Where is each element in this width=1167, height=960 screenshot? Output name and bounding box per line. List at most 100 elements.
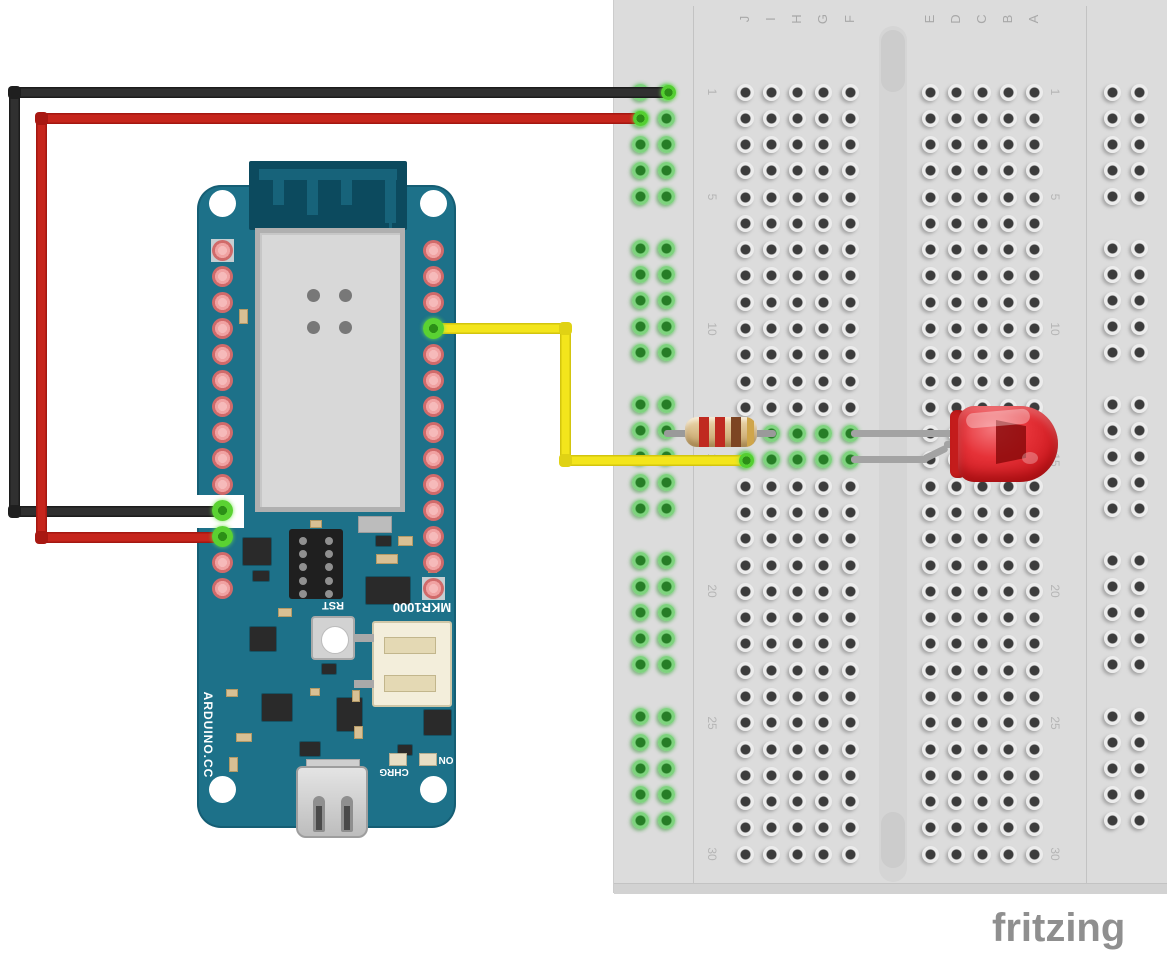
breadboard-hole-H21 (788, 609, 806, 627)
arduino-pin-left-12[interactable] (211, 526, 233, 548)
breadboard-hole-I18 (762, 530, 780, 548)
resistor-body (685, 417, 757, 447)
breadboard-hole-A7 (1025, 241, 1043, 259)
breadboard-hole-F1 (841, 83, 859, 101)
black-wire-bendpoint[interactable] (7, 85, 21, 99)
arduino-pin-right-3[interactable] (422, 291, 444, 313)
breadboard-hole-E8 (921, 267, 939, 285)
right-power-rail-hole (1103, 187, 1121, 205)
battery-connector (354, 621, 452, 707)
breadboard-hole-I25 (762, 714, 780, 732)
arduino-pin-left-7[interactable] (211, 395, 233, 417)
breadboard-hole-connected-G14 (814, 425, 832, 443)
right-power-rail-hole (1130, 499, 1148, 517)
right-power-rail-hole (1103, 395, 1121, 413)
breadboard-hole-B27 (999, 766, 1017, 784)
right-power-rail-hole (1103, 655, 1121, 673)
breadboard-hole-H20 (788, 582, 806, 600)
left-power-rail-hole (631, 707, 649, 725)
breadboard-hole-A4 (1025, 162, 1043, 180)
red-wire-terminal[interactable] (632, 110, 648, 126)
arduino-pin-right-2[interactable] (422, 265, 444, 287)
column-letter-F: F (842, 15, 857, 23)
red-wire-segment[interactable] (35, 112, 47, 543)
row-number-1-right: 1 (1048, 88, 1062, 96)
right-power-rail-hole (1103, 161, 1121, 179)
arduino-pin-left-10[interactable] (211, 473, 233, 495)
channel-bottom-cap (881, 812, 905, 868)
breadboard-hole-I16 (762, 477, 780, 495)
breadboard-hole-I1 (762, 83, 780, 101)
breadboard-hole-G25 (814, 714, 832, 732)
arduino-pin-left-11[interactable] (211, 500, 233, 521)
breadboard-hole-I12 (762, 372, 780, 390)
red-wire-bendpoint[interactable] (34, 111, 48, 125)
row-number-10-right: 10 (1048, 321, 1062, 336)
breadboard-hole-I28 (762, 793, 780, 811)
arduino-pin-left-8[interactable] (211, 421, 233, 443)
breadboard-hole-D4 (947, 162, 965, 180)
arduino-pin-left-3[interactable] (211, 291, 233, 313)
red-wire-segment[interactable] (35, 112, 646, 124)
resistor-220-ohm[interactable] (660, 414, 780, 452)
arduino-pin-right-6[interactable] (422, 369, 444, 391)
breadboard-hole-F23 (841, 661, 859, 679)
red-wire-bendpoint[interactable] (34, 530, 48, 544)
breadboard-hole-D7 (947, 241, 965, 259)
breadboard-hole-F6 (841, 214, 859, 232)
red-led[interactable] (845, 395, 1070, 490)
arduino-pin-right-5[interactable] (422, 343, 444, 365)
breadboard-hole-A11 (1025, 346, 1043, 364)
arduino-pin-left-9[interactable] (211, 447, 233, 469)
reset-button[interactable] (311, 616, 355, 660)
breadboard-hole-B24 (999, 687, 1017, 705)
yellow-wire-terminal[interactable] (738, 452, 754, 468)
black-wire-bendpoint[interactable] (7, 504, 21, 518)
breadboard-hole-connected-I15 (762, 451, 780, 469)
usb-pin-slot (313, 796, 325, 832)
black-wire-segment[interactable] (8, 86, 20, 517)
arduino-pin-right-1[interactable] (422, 239, 444, 261)
black-wire-segment[interactable] (8, 86, 674, 98)
black-wire-segment[interactable] (8, 505, 228, 517)
yellow-wire-segment[interactable] (427, 322, 571, 334)
arduino-pin-right-13[interactable] (422, 552, 444, 574)
yellow-wire-bendpoint[interactable] (558, 321, 572, 335)
arduino-pin-right-7[interactable] (422, 395, 444, 417)
breadboard-hole-H3 (788, 136, 806, 154)
breadboard-hole-A2 (1025, 109, 1043, 127)
arduino-pin-right-10[interactable] (422, 473, 444, 495)
arduino-pin-right-4[interactable] (422, 317, 444, 339)
breadboard-hole-A26 (1025, 740, 1043, 758)
arduino-pin-left-1[interactable] (211, 239, 233, 261)
breadboard-hole-F18 (841, 530, 859, 548)
breadboard-hole-E28 (921, 793, 939, 811)
breadboard-hole-D8 (947, 267, 965, 285)
yellow-wire-segment[interactable] (559, 454, 752, 466)
breadboard-hole-F2 (841, 109, 859, 127)
yellow-wire-bendpoint[interactable] (558, 453, 572, 467)
arduino-pin-right-12[interactable] (422, 526, 444, 548)
arduino-pin-right-9[interactable] (422, 447, 444, 469)
resistor-band-red (699, 417, 709, 447)
black-wire-terminal[interactable] (660, 84, 676, 100)
arduino-pin-left-14[interactable] (211, 578, 233, 600)
arduino-pin-left-13[interactable] (211, 552, 233, 574)
arduino-pin-right-14[interactable] (422, 578, 444, 600)
arduino-pin-left-2[interactable] (211, 265, 233, 287)
breadboard-hole-G3 (814, 136, 832, 154)
breadboard-hole-J11 (736, 346, 754, 364)
breadboard-hole-G17 (814, 503, 832, 521)
shield-dot (307, 289, 320, 302)
right-power-rail-hole (1130, 733, 1148, 751)
arduino-pin-right-8[interactable] (422, 421, 444, 443)
smd-ic (243, 538, 271, 565)
red-wire-segment[interactable] (35, 531, 228, 543)
yellow-wire-segment[interactable] (559, 322, 571, 466)
arduino-pin-left-6[interactable] (211, 369, 233, 391)
arduino-pin-left-4[interactable] (211, 317, 233, 339)
arduino-pin-left-5[interactable] (211, 343, 233, 365)
breadboard-hole-G30 (814, 845, 832, 863)
arduino-pin-right-11[interactable] (422, 500, 444, 521)
smd-cap (236, 733, 252, 742)
